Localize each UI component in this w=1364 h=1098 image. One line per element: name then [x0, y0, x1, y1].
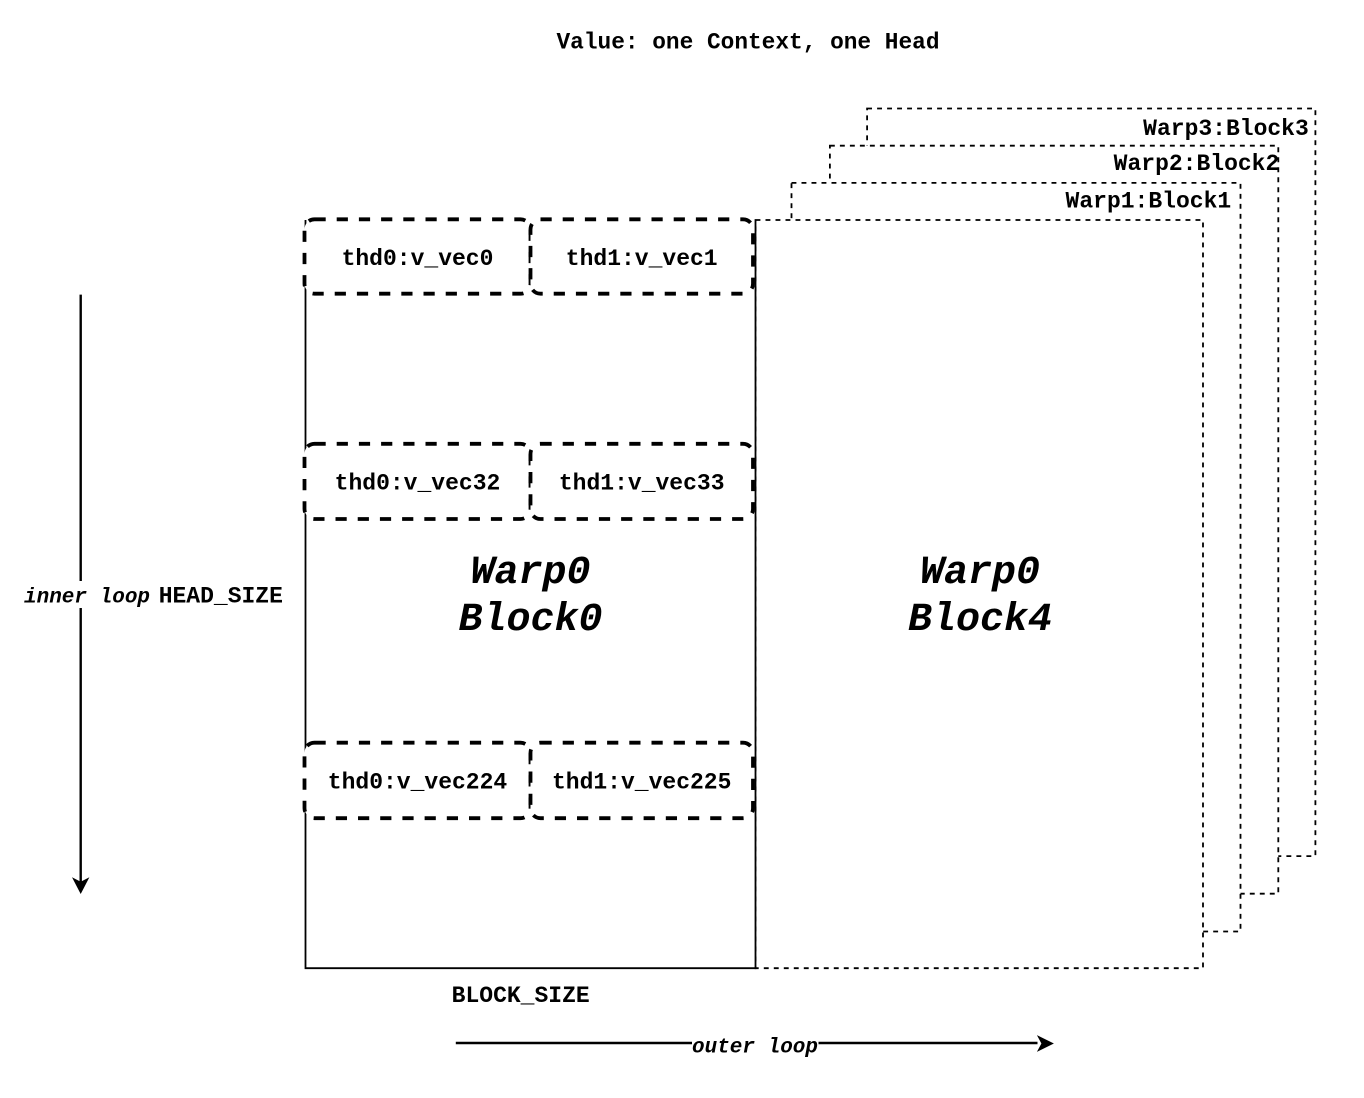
- svg-text:outer loop: outer loop: [692, 1037, 818, 1060]
- svg-text:BLOCK_SIZE: BLOCK_SIZE: [452, 983, 590, 1009]
- svg-text:Warp0: Warp0: [470, 551, 590, 596]
- svg-text:thd1:v_vec1: thd1:v_vec1: [566, 246, 718, 272]
- svg-text:thd1:v_vec225: thd1:v_vec225: [552, 770, 731, 796]
- svg-text:Value: one Context, one Head: Value: one Context, one Head: [556, 30, 939, 56]
- svg-text:Warp2:Block2: Warp2:Block2: [1114, 151, 1280, 177]
- svg-text:thd0:v_vec32: thd0:v_vec32: [335, 471, 501, 497]
- svg-text:thd0:v_vec224: thd0:v_vec224: [328, 770, 508, 796]
- svg-text:thd0:v_vec0: thd0:v_vec0: [342, 246, 494, 272]
- svg-text:thd1:v_vec33: thd1:v_vec33: [559, 471, 725, 497]
- svg-text:Warp0: Warp0: [920, 551, 1040, 596]
- svg-text:Block0: Block0: [458, 598, 602, 643]
- svg-text:Warp1:Block1: Warp1:Block1: [1066, 188, 1232, 214]
- svg-text:Warp3:Block3: Warp3:Block3: [1143, 116, 1309, 142]
- svg-text:Block4: Block4: [908, 598, 1052, 643]
